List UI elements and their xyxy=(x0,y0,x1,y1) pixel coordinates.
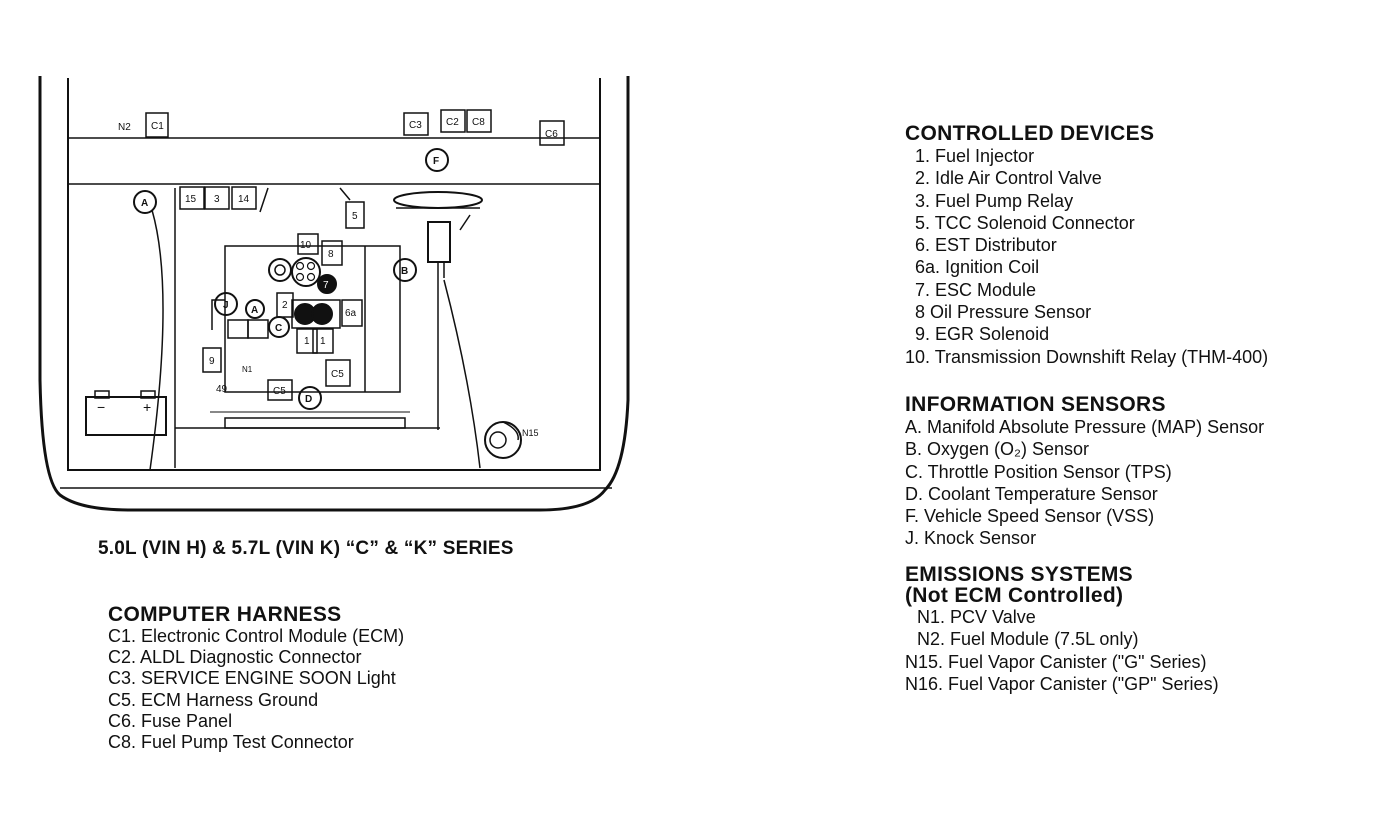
list-item: C3. SERVICE ENGINE SOON Light xyxy=(108,668,396,689)
label-c5-left: C5 xyxy=(273,386,286,397)
emissions-systems-list: N1. PCV Valve N2. Fuel Module (7.5L only… xyxy=(905,606,1219,695)
controlled-devices-section: CONTROLLED DEVICES 1. Fuel Injector 2. I… xyxy=(905,123,1268,368)
information-sensors-section: INFORMATION SENSORS A. Manifold Absolute… xyxy=(905,394,1264,550)
list-item: 8 Oil Pressure Sensor xyxy=(915,302,1092,323)
c2-connector xyxy=(440,109,466,133)
label-3: 3 xyxy=(214,194,220,205)
list-item: 9. EGR Solenoid xyxy=(915,324,1050,345)
list-item: 10. Transmission Downshift Relay (THM-40… xyxy=(905,346,1269,367)
label-5: 5 xyxy=(352,211,358,222)
vss-marker xyxy=(425,148,449,172)
oxygen-sensor-marker xyxy=(393,258,417,282)
label-9: 9 xyxy=(209,356,215,367)
c8-connector-top xyxy=(466,109,492,133)
list-item: C. Throttle Position Sensor (TPS) xyxy=(905,461,1172,482)
list-item: N1. PCV Valve xyxy=(917,607,1036,627)
list-item: C1. Electronic Control Module (ECM) xyxy=(108,626,405,646)
label-c: C xyxy=(275,323,282,334)
inner-outline xyxy=(67,78,601,471)
label-15: 15 xyxy=(185,194,197,205)
label-1b: 1 xyxy=(320,336,326,347)
list-item: C6. Fuse Panel xyxy=(108,710,233,731)
coolant-sensor-marker xyxy=(298,386,322,410)
label-10: 10 xyxy=(300,240,312,251)
label-b: B xyxy=(401,266,408,277)
battery-plus: + xyxy=(143,399,151,415)
label-a: A xyxy=(141,198,148,209)
list-item: D. Coolant Temperature Sensor xyxy=(905,483,1158,504)
list-item: F. Vehicle Speed Sensor (VSS) xyxy=(905,506,1155,527)
label-n15: N15 xyxy=(522,428,539,438)
esc-module-marker xyxy=(317,274,337,294)
list-item: 6. EST Distributor xyxy=(915,235,1057,256)
battery-minus: − xyxy=(97,399,105,415)
label-49: 49 xyxy=(216,384,228,395)
label-c2: C2 xyxy=(446,117,459,128)
map-sensor-marker-mid xyxy=(245,299,265,319)
label-c6: C6 xyxy=(545,129,558,140)
list-item: B. Oxygen (O₂) Sensor xyxy=(905,439,1090,460)
computer-harness-section: COMPUTER HARNESS C1. Electronic Control … xyxy=(108,604,404,753)
label-n2: N2 xyxy=(118,122,131,133)
list-item: A. Manifold Absolute Pressure (MAP) Sens… xyxy=(905,417,1265,437)
label-a-mid: A xyxy=(251,305,258,316)
label-c8: C8 xyxy=(472,117,485,128)
list-item: 1. Fuel Injector xyxy=(915,146,1035,166)
label-j: J xyxy=(223,300,229,311)
computer-harness-list: C1. Electronic Control Module (ECM) C2. … xyxy=(108,626,404,753)
list-item: 6a. Ignition Coil xyxy=(915,257,1040,278)
list-item: N16. Fuel Vapor Canister ("GP" Series) xyxy=(905,673,1219,694)
diagram-caption: 5.0L (VIN H) & 5.7L (VIN K) “C” & “K” SE… xyxy=(98,538,514,559)
label-14: 14 xyxy=(238,194,250,205)
map-sensor-marker xyxy=(133,190,157,214)
engine-compartment-diagram: N2 C1 C3 C2 C8 C6 F A 15 3 14 5 10 8 B J… xyxy=(38,76,630,512)
label-7: 7 xyxy=(323,280,329,291)
label-c1: C1 xyxy=(151,121,164,132)
label-f: F xyxy=(433,156,439,167)
emissions-systems-subheading: (Not ECM Controlled) xyxy=(905,584,1124,607)
emissions-systems-heading: EMISSIONS SYSTEMS xyxy=(905,563,1133,586)
c1-connector xyxy=(145,112,169,138)
vehicle-outline xyxy=(38,76,630,512)
emissions-systems-section: EMISSIONS SYSTEMS (Not ECM Controlled) N… xyxy=(905,564,1219,695)
list-item: C2. ALDL Diagnostic Connector xyxy=(108,647,362,668)
list-item: J. Knock Sensor xyxy=(905,528,1037,549)
list-item: N15. Fuel Vapor Canister ("G" Series) xyxy=(905,651,1207,672)
knock-sensor-marker xyxy=(214,292,238,316)
label-c3: C3 xyxy=(409,120,422,131)
label-d: D xyxy=(305,394,312,405)
controlled-devices-heading: CONTROLLED DEVICES xyxy=(905,122,1155,145)
controlled-devices-list: 1. Fuel Injector 2. Idle Air Control Val… xyxy=(905,145,1268,368)
information-sensors-list: A. Manifold Absolute Pressure (MAP) Sens… xyxy=(905,416,1264,550)
label-2: 2 xyxy=(282,300,288,311)
list-item: 7. ESC Module xyxy=(915,279,1037,300)
computer-harness-heading: COMPUTER HARNESS xyxy=(108,603,342,626)
label-1a: 1 xyxy=(304,336,310,347)
c3-connector xyxy=(403,112,429,136)
tcc-connector xyxy=(345,201,365,229)
list-item: 5. TCC Solenoid Connector xyxy=(915,212,1135,233)
list-item: C5. ECM Harness Ground xyxy=(108,689,319,710)
label-6a: 6a xyxy=(345,308,357,319)
c6-connector xyxy=(539,120,565,146)
list-item: N2. Fuel Module (7.5L only) xyxy=(917,629,1139,650)
label-c5-right: C5 xyxy=(331,369,344,380)
list-item: C8. Fuel Pump Test Connector xyxy=(108,732,354,753)
battery xyxy=(85,396,167,436)
list-item: 3. Fuel Pump Relay xyxy=(915,190,1074,211)
tps-marker xyxy=(268,316,290,338)
list-item: 2. Idle Air Control Valve xyxy=(915,168,1102,189)
label-n1: N1 xyxy=(242,365,253,374)
label-8: 8 xyxy=(328,249,334,260)
information-sensors-heading: INFORMATION SENSORS xyxy=(905,393,1166,416)
